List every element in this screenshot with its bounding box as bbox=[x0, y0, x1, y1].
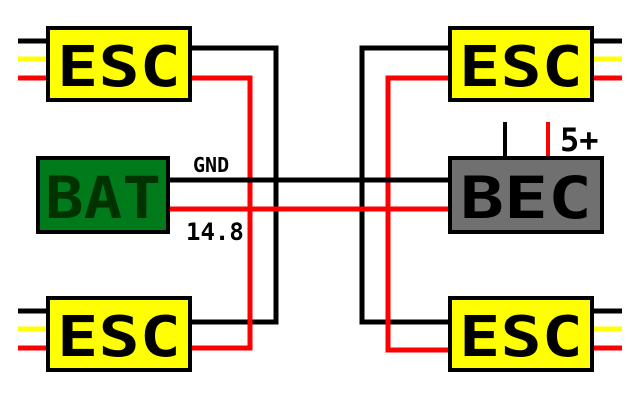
esc-top-left-leads bbox=[18, 38, 48, 81]
esc-label: ESC bbox=[57, 35, 181, 100]
battery: BAT bbox=[36, 156, 170, 234]
esc-body bbox=[46, 26, 192, 102]
esc-body bbox=[46, 296, 192, 372]
gnd-label: GND bbox=[193, 153, 229, 177]
bec: BEC bbox=[448, 156, 604, 234]
esc-label: ESC bbox=[459, 35, 583, 100]
battery-body bbox=[36, 156, 170, 234]
esc-bottom-left: ESC bbox=[46, 296, 192, 372]
esc-top-left: ESC bbox=[46, 26, 192, 102]
bec-body bbox=[448, 156, 604, 234]
ground-bus-left bbox=[190, 45, 279, 325]
esc-top-right-leads bbox=[592, 38, 622, 81]
bec-label: BEC bbox=[460, 164, 592, 232]
bec-output-label: 5+ bbox=[560, 121, 599, 159]
esc-bottom-right: ESC bbox=[448, 296, 594, 372]
wiring bbox=[18, 38, 622, 353]
positive-bus-left bbox=[190, 75, 253, 351]
esc-body bbox=[448, 26, 594, 102]
positive-bus-right bbox=[385, 75, 450, 353]
ground-bus-right bbox=[359, 45, 450, 325]
voltage-label: 14.8 bbox=[186, 218, 244, 246]
esc-bottom-left-leads bbox=[18, 308, 48, 351]
battery-label: BAT bbox=[45, 164, 161, 232]
esc-top-right: ESC bbox=[448, 26, 594, 102]
esc-label: ESC bbox=[57, 305, 181, 370]
esc-body bbox=[448, 296, 594, 372]
esc-label: ESC bbox=[459, 305, 583, 370]
esc-bottom-right-leads bbox=[592, 308, 622, 351]
